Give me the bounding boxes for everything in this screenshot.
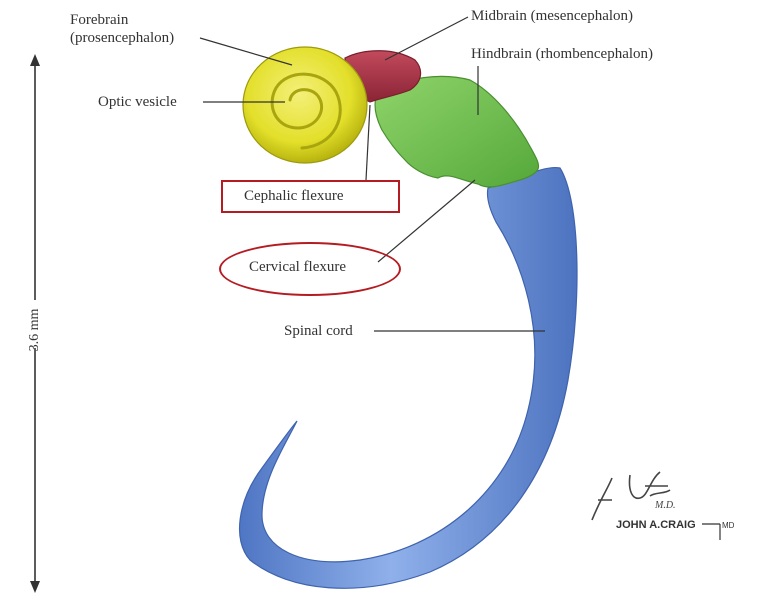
spinal-cord-shape [240, 168, 577, 589]
svg-text:MD: MD [722, 521, 735, 530]
label-cephalic-flexure: Cephalic flexure [244, 187, 344, 205]
leader-forebrain [200, 38, 292, 65]
netter-signature: M.D. JOHN A.CRAIG MD [592, 472, 735, 540]
scale-label: 3.6 mm [27, 300, 43, 360]
label-spinal-cord: Spinal cord [284, 322, 353, 340]
craig-credit: JOHN A.CRAIG [616, 519, 696, 531]
svg-text:M.D.: M.D. [654, 500, 676, 511]
leader-midbrain [385, 17, 468, 60]
label-forebrain-sub: (prosencephalon) [70, 29, 174, 47]
arrow-up-icon [30, 54, 40, 66]
label-forebrain: Forebrain [70, 11, 128, 29]
label-hindbrain: Hindbrain (rhombencephalon) [471, 45, 653, 63]
label-cervical-flexure: Cervical flexure [249, 258, 346, 276]
arrow-down-icon [30, 581, 40, 593]
label-midbrain: Midbrain (mesencephalon) [471, 7, 633, 25]
leader-cephalic-flexure [366, 105, 370, 180]
label-optic-vesicle: Optic vesicle [98, 93, 177, 111]
forebrain-shape [243, 47, 367, 163]
